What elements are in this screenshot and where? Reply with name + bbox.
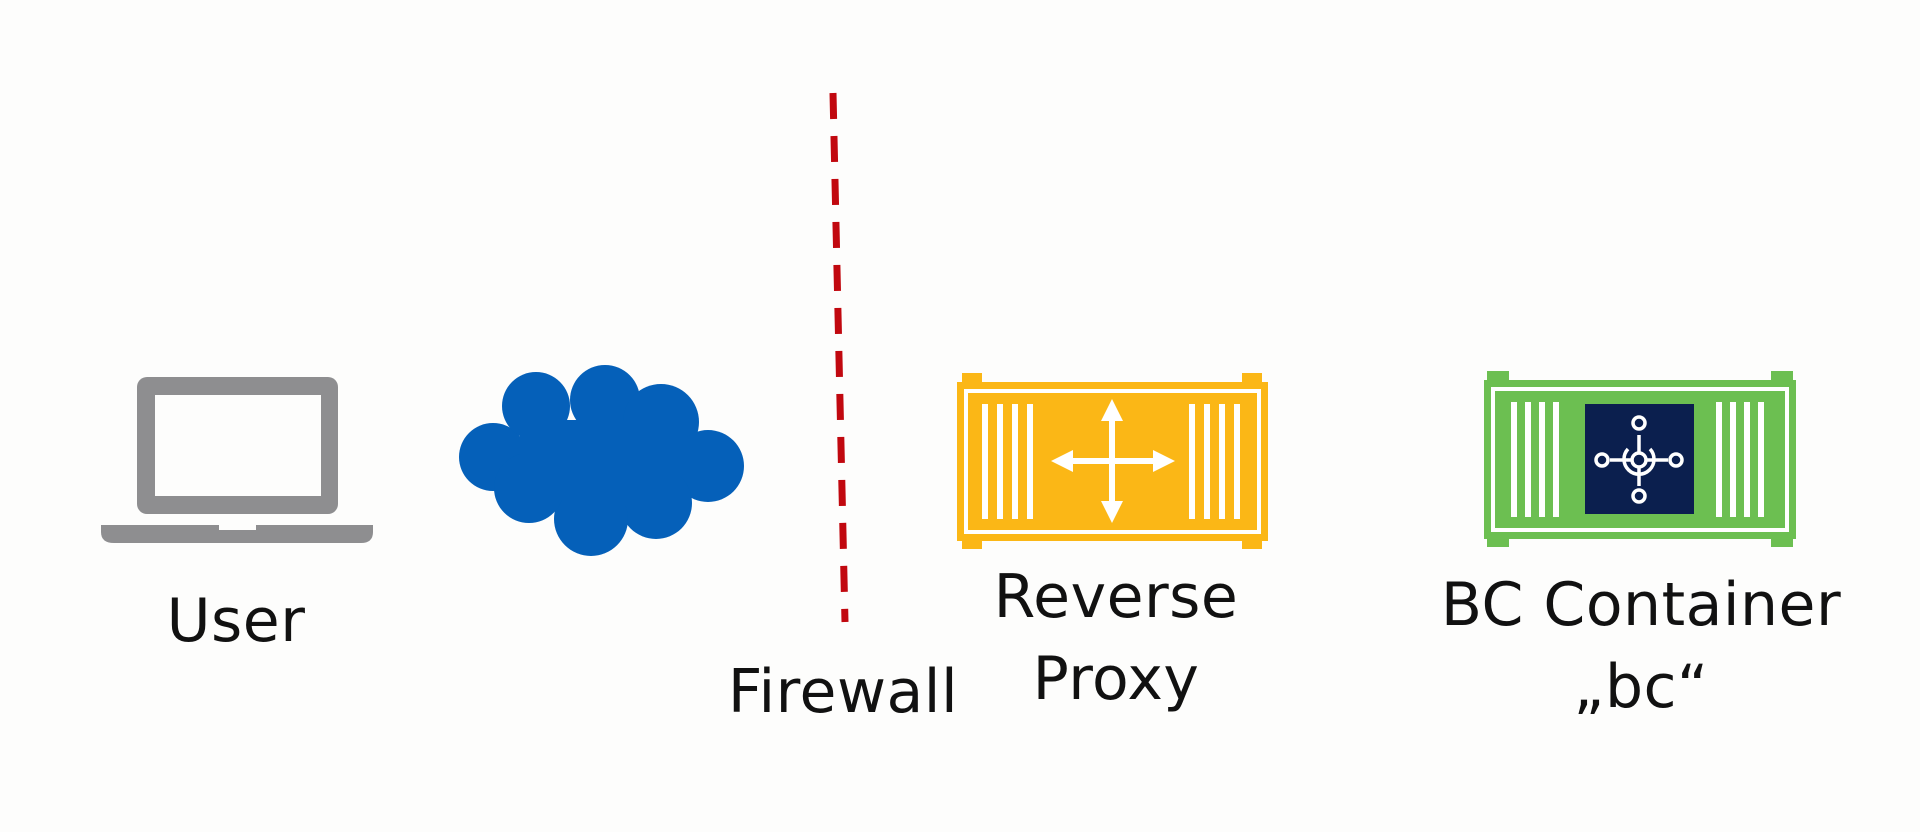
bc-container-label: BC Container „bc“ [1441,564,1841,728]
router-arrows-icon [1051,399,1175,523]
reverse-proxy-container-icon [957,373,1268,549]
user-label: User [166,586,306,656]
bc-container-icon [1484,371,1796,547]
reverse-proxy-label-line1: Reverse [993,562,1239,632]
laptop-icon [101,377,373,543]
firewall-line [829,92,849,623]
bc-container-label-line1: BC Container [1440,570,1842,640]
network-hub-icon [1594,415,1684,504]
cloud-icon [459,365,744,556]
firewall-label: Firewall [727,657,959,727]
bc-container-label-line2: „bc“ [1573,652,1709,722]
reverse-proxy-label-line2: Proxy [1032,644,1200,714]
reverse-proxy-label: Reverse Proxy [994,556,1239,720]
